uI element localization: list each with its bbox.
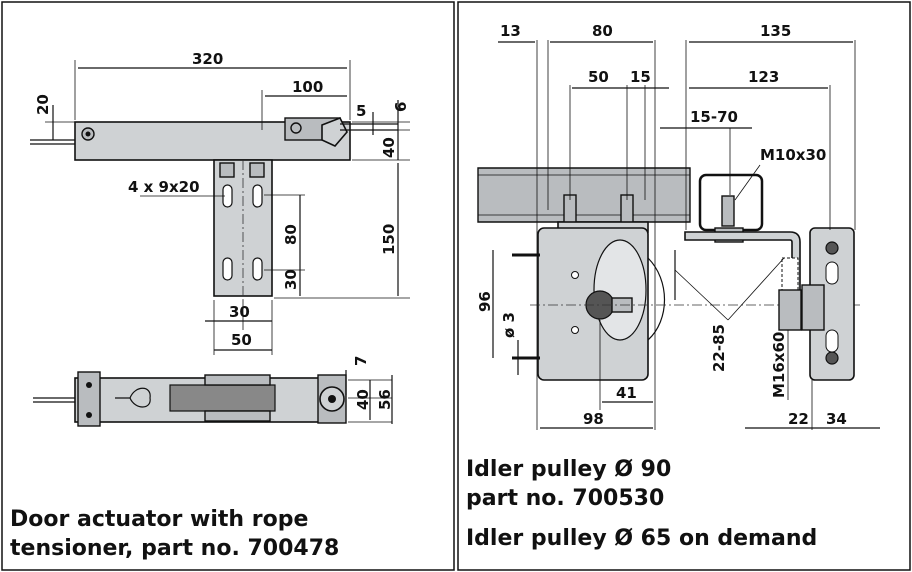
right-dimension-labels: 13 80 135 50 15 123 15-70 M10x30 96 ø 3 …: [476, 22, 847, 428]
dim-320: 320: [192, 50, 223, 68]
right-dimension-lines: [492, 40, 880, 430]
dim-80-right: 80: [592, 22, 613, 40]
left-caption-line1: Door actuator with rope: [10, 507, 308, 532]
dim-15-70: 15-70: [690, 108, 738, 126]
door-actuator-top-view: [30, 116, 398, 300]
left-caption-line2: tensioner, part no. 700478: [10, 536, 339, 561]
label-m10x30: M10x30: [760, 146, 826, 164]
left-dimension-lines: [45, 60, 410, 355]
spring: [169, 384, 276, 412]
left-side-view-labels: 7 40 56: [352, 356, 394, 410]
dim-40-side: 40: [354, 389, 372, 410]
dim-96: 96: [476, 291, 494, 312]
dim-40-top: 40: [380, 137, 398, 158]
dim-22: 22: [788, 410, 809, 428]
label-m16x60: M16x60: [770, 332, 788, 398]
dim-56: 56: [376, 389, 394, 410]
dim-diameter-3: ø 3: [500, 312, 518, 338]
dim-15: 15: [630, 68, 651, 86]
dim-22-85: 22-85: [710, 324, 728, 372]
left-panel-frame: [1, 1, 455, 571]
dim-13: 13: [500, 22, 521, 40]
right-caption-line1: Idler pulley Ø 90: [466, 457, 671, 482]
idler-pulley-drawing: [477, 167, 860, 381]
dim-150: 150: [380, 224, 398, 255]
right-caption-line2: part no. 700530: [466, 486, 664, 511]
door-actuator-side-view: [33, 370, 393, 427]
dim-50-right: 50: [588, 68, 609, 86]
right-panel-frame: [457, 1, 911, 571]
dim-80: 80: [282, 224, 300, 245]
dim-123: 123: [748, 68, 779, 86]
dim-30-vertical: 30: [282, 269, 300, 290]
dim-20: 20: [34, 94, 52, 115]
dim-7: 7: [352, 356, 370, 366]
dim-41: 41: [616, 384, 637, 402]
dim-34: 34: [826, 410, 847, 428]
dim-30-horizontal: 30: [229, 303, 250, 321]
dim-50: 50: [231, 331, 252, 349]
dim-6: 6: [392, 102, 410, 112]
right-caption-line3: Idler pulley Ø 65 on demand: [466, 526, 817, 551]
dim-4x9x20: 4 x 9x20: [128, 178, 200, 196]
dim-5: 5: [356, 102, 366, 120]
left-dimension-labels: 320 100 20 5 6 40 150 4 x 9x20 80 30 30 …: [34, 50, 410, 349]
dim-135: 135: [760, 22, 791, 40]
dim-98: 98: [583, 410, 604, 428]
dim-100: 100: [292, 78, 323, 96]
